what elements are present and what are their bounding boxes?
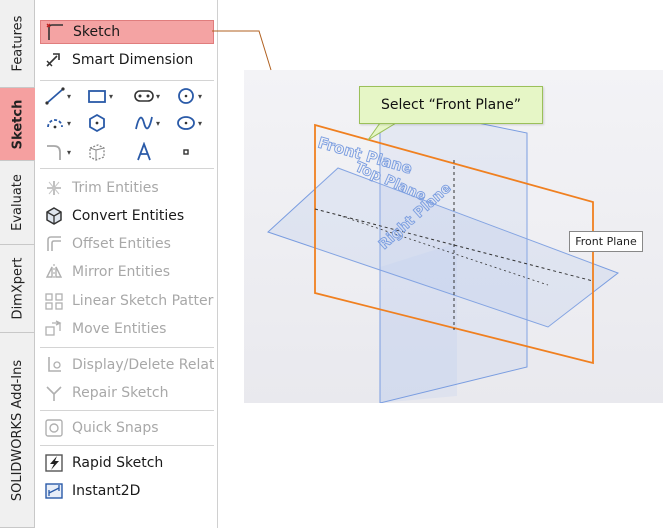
sketch-button[interactable]: Sketch: [40, 20, 214, 44]
arc-icon[interactable]: [44, 113, 66, 133]
sketch-command-panel: Sketch Smart Dimension ▾ ▾ ▾ ▾ ▾ ▾ ▾ ▾ T…: [36, 0, 218, 528]
relations-icon: [48, 357, 61, 372]
separator: [40, 80, 214, 81]
plane-icon[interactable]: [86, 142, 108, 162]
tab-sketch[interactable]: Sketch: [0, 88, 35, 161]
depth-axis-line: [337, 214, 549, 286]
sketch-fillet-icon[interactable]: [44, 142, 66, 162]
mirror-icon: [45, 264, 63, 280]
rapid-sketch-button[interactable]: Rapid Sketch: [40, 451, 214, 475]
tab-features-label: Features: [10, 15, 25, 72]
convert-entities-label: Convert Entities: [72, 208, 185, 224]
mirror-entities-button[interactable]: Mirror Entities: [40, 260, 214, 284]
ellipse-dropdown-icon[interactable]: ▾: [198, 118, 203, 128]
display-delete-relations-label: Display/Delete Relati...: [72, 357, 214, 373]
tab-dimxpert-label: DimXpert: [10, 257, 26, 320]
point-icon[interactable]: [175, 142, 197, 162]
trim-icon: [47, 181, 61, 195]
rectangle-dropdown-icon[interactable]: ▾: [109, 91, 114, 101]
line-dropdown-icon[interactable]: ▾: [67, 91, 72, 101]
mirror-entities-label: Mirror Entities: [72, 264, 171, 280]
right-plane-fill: [380, 243, 457, 403]
move-entities-label: Move Entities: [72, 321, 167, 337]
plane-tooltip: Front Plane: [569, 231, 643, 252]
move-entities-button[interactable]: Move Entities: [40, 317, 214, 341]
quick-snaps-button[interactable]: Quick Snaps: [40, 416, 214, 440]
offset-entities-button[interactable]: Offset Entities: [40, 232, 214, 256]
callout-text: Select “Front Plane”: [381, 97, 521, 113]
linear-sketch-pattern-label: Linear Sketch Pattern: [72, 293, 214, 309]
instant2d-icon: [45, 483, 63, 499]
tab-dimxpert[interactable]: DimXpert: [0, 245, 35, 333]
text-icon[interactable]: [133, 142, 155, 162]
tab-features[interactable]: Features: [0, 0, 35, 88]
tab-evaluate-label: Evaluate: [10, 174, 26, 231]
circle-dropdown-icon[interactable]: ▾: [198, 91, 203, 101]
instant2d-button[interactable]: Instant2D: [40, 479, 214, 503]
sketch-label: Sketch: [73, 24, 121, 40]
line-icon[interactable]: [44, 86, 66, 106]
tab-evaluate[interactable]: Evaluate: [0, 161, 35, 245]
reference-planes: Front Plane Top Plane Right Plane: [267, 102, 620, 403]
quick-snaps-label: Quick Snaps: [72, 420, 159, 436]
repair-sketch-button[interactable]: Repair Sketch: [40, 381, 214, 405]
separator: [40, 445, 214, 446]
arc-dropdown-icon[interactable]: ▾: [67, 118, 72, 128]
instant2d-label: Instant2D: [72, 483, 141, 499]
separator: [40, 347, 214, 348]
repair-sketch-icon: [46, 386, 62, 401]
smart-dimension-icon: [46, 53, 60, 67]
separator: [40, 168, 214, 169]
sketch-icon: [46, 23, 63, 40]
separator: [40, 410, 214, 411]
spline-dropdown-icon[interactable]: ▾: [156, 118, 161, 128]
tab-add-ins-label: SOLIDWORKS Add-Ins: [10, 359, 25, 501]
command-manager-tabs: Features Sketch Evaluate DimXpert SOLIDW…: [0, 0, 35, 528]
trim-entities-button[interactable]: Trim Entities: [40, 176, 214, 200]
display-delete-relations-button[interactable]: Display/Delete Relati...: [40, 353, 214, 377]
slot-icon[interactable]: [133, 86, 155, 106]
ellipse-icon[interactable]: [175, 113, 197, 133]
circle-icon[interactable]: [175, 86, 197, 106]
spline-icon[interactable]: [133, 113, 155, 133]
quick-snaps-icon: [45, 419, 63, 437]
offset-icon: [47, 236, 61, 251]
slot-dropdown-icon[interactable]: ▾: [156, 91, 161, 101]
tooltip-text: Front Plane: [575, 235, 637, 248]
smart-dimension-button[interactable]: Smart Dimension: [40, 48, 214, 72]
convert-entities-button[interactable]: Convert Entities: [40, 204, 214, 228]
rapid-sketch-icon: [45, 454, 63, 472]
graphics-area[interactable]: Front Plane Top Plane Right Plane: [244, 70, 663, 403]
polygon-icon[interactable]: [86, 113, 108, 133]
offset-entities-label: Offset Entities: [72, 236, 171, 252]
rapid-sketch-label: Rapid Sketch: [72, 455, 164, 471]
move-icon: [45, 320, 62, 336]
repair-sketch-label: Repair Sketch: [72, 385, 169, 401]
tab-sketch-label: Sketch: [10, 99, 25, 149]
sketch-fillet-dropdown-icon[interactable]: ▾: [67, 147, 72, 157]
smart-dimension-label: Smart Dimension: [72, 52, 194, 68]
linear-sketch-pattern-button[interactable]: Linear Sketch Pattern: [40, 289, 214, 313]
rectangle-icon[interactable]: [86, 86, 108, 106]
convert-entities-icon: [46, 207, 62, 225]
instruction-callout: Select “Front Plane”: [359, 86, 543, 124]
trim-entities-label: Trim Entities: [72, 180, 159, 196]
tab-solidworks-add-ins[interactable]: SOLIDWORKS Add-Ins: [0, 333, 35, 528]
linear-pattern-icon: [45, 293, 63, 310]
